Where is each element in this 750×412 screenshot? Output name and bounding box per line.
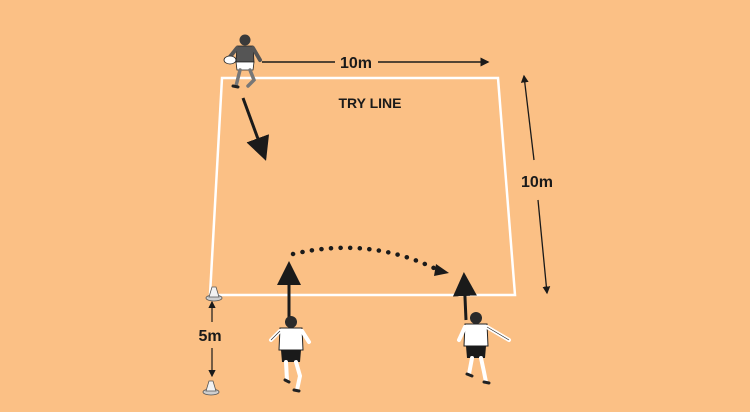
pass-arrowhead [434, 264, 449, 276]
top-width-label: 10m [340, 55, 372, 72]
player-running-icon [457, 312, 511, 385]
playing-area-boundary [208, 76, 517, 297]
cone-gap-label: 5m [198, 328, 221, 345]
support-run-arrow [452, 272, 477, 321]
player-running-icon [269, 316, 311, 393]
side-dimension-line-top [520, 74, 535, 161]
cone-icon [202, 380, 220, 396]
pass-path [290, 245, 441, 273]
try-line-label: TRY LINE [338, 95, 401, 111]
cone-icon [205, 286, 223, 302]
player-running-icon [223, 34, 262, 89]
side-dimension-line-bottom [537, 199, 551, 295]
defender-run-arrow [241, 97, 270, 161]
side-length-label: 10m [521, 174, 553, 191]
